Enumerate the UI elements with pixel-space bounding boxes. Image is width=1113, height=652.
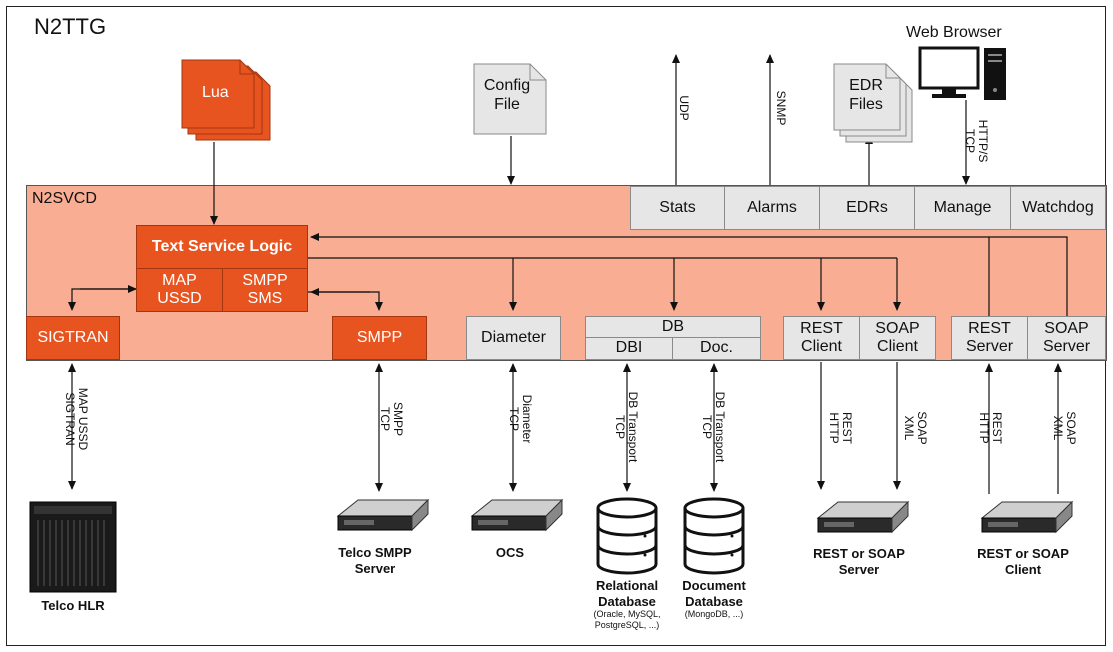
relational-database-caption: Relational Database [595, 578, 659, 609]
dbi-module: DBI [585, 337, 673, 360]
diameter-module: Diameter [466, 316, 561, 360]
config-file-icon [473, 63, 547, 135]
diagram-title: N2TTG [34, 14, 107, 39]
ocs-caption: OCS [495, 545, 525, 560]
lua-label: Lua [202, 84, 229, 101]
text-service-logic: Text Service Logic [136, 225, 308, 269]
manage-module: Manage [914, 186, 1011, 230]
alarms-module: Alarms [724, 186, 820, 230]
map-sigtran-label: MAP USSD SIGTRAN [63, 387, 90, 451]
udp-label: UDP [677, 95, 691, 121]
web-browser-computer-icon [918, 46, 1006, 100]
watchdog-module: Watchdog [1010, 186, 1106, 230]
rest-soap-server-caption: REST or SOAP Server [813, 546, 905, 577]
db-transport-tcp-label-1: DB Transport TCP [613, 391, 640, 463]
lua-doc-icon [181, 59, 271, 141]
doc-module: Doc. [672, 337, 761, 360]
config-file-label: Config File [483, 77, 531, 114]
edrs-module: EDRs [819, 186, 915, 230]
n2svcd-label: N2SVCD [32, 190, 97, 207]
soap-server-module: SOAP Server [1027, 316, 1106, 360]
rest-soap-server-icon [816, 500, 910, 534]
soap-xml-label-2: SOAP XML [1051, 411, 1078, 445]
web-browser-label: Web Browser [906, 24, 1002, 41]
snmp-label: SNMP [774, 90, 788, 126]
rest-http-label-1: REST HTTP [827, 411, 854, 444]
edr-files-icon [833, 63, 913, 143]
telco-hlr-icon [29, 501, 117, 593]
map-ussd-module: MAP USSD [136, 268, 223, 312]
ocs-server-icon [470, 498, 564, 532]
edr-files-label: EDR Files [849, 77, 883, 114]
rest-soap-client-caption: REST or SOAP Client [977, 546, 1069, 577]
document-database-note: (MongoDB, ...) [684, 609, 744, 619]
soap-xml-label-1: SOAP XML [902, 411, 929, 445]
soap-client-module: SOAP Client [859, 316, 936, 360]
db-transport-tcp-label-2: DB Transport TCP [700, 391, 727, 463]
stats-module: Stats [630, 186, 725, 230]
smpp-sms-module: SMPP SMS [222, 268, 308, 312]
telco-smpp-server-caption: Telco SMPP Server [338, 545, 412, 576]
smpp-module: SMPP [332, 316, 427, 360]
smpp-tcp-label: SMPP TCP [378, 401, 405, 436]
document-database-caption: Document Database [682, 578, 746, 609]
rest-http-label-2: REST HTTP [977, 411, 1004, 444]
https-tcp-label: HTTP/S TCP [963, 119, 990, 163]
sigtran-module: SIGTRAN [26, 316, 120, 360]
rest-client-module: REST Client [783, 316, 860, 360]
db-module: DB [585, 316, 761, 338]
relational-database-note: (Oracle, MySQL, PostgreSQL, ...) [593, 609, 661, 630]
rest-server-module: REST Server [951, 316, 1028, 360]
smpp-server-icon [336, 498, 430, 532]
relational-database-icon [596, 497, 658, 575]
diameter-tcp-label: Diameter TCP [507, 394, 534, 444]
telco-hlr-caption: Telco HLR [41, 598, 105, 613]
document-database-icon [683, 497, 745, 575]
rest-soap-client-icon [980, 500, 1074, 534]
